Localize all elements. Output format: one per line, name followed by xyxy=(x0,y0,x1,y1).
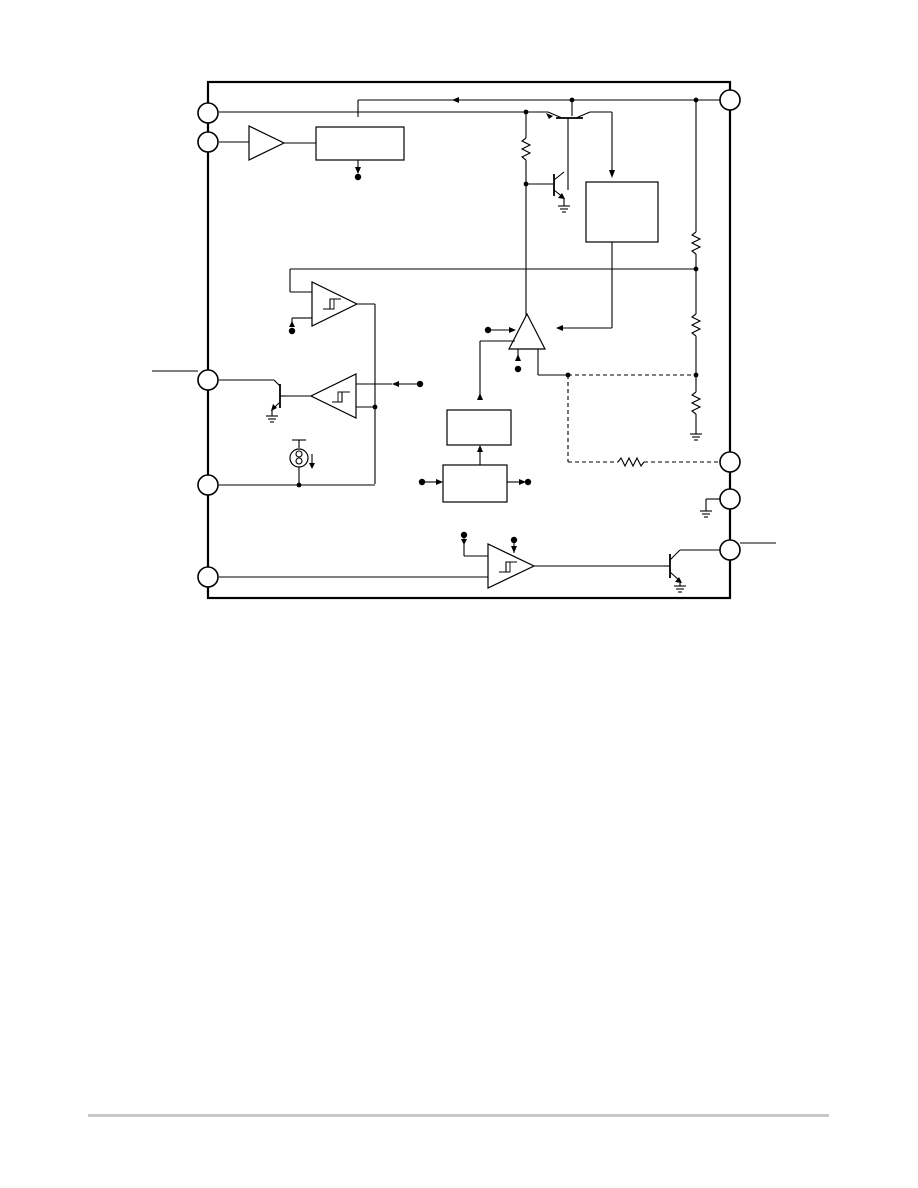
pin-right-2 xyxy=(719,451,741,473)
ground-symbol xyxy=(266,415,278,423)
ground-pin-wire xyxy=(700,498,720,518)
junction-dot xyxy=(693,97,699,103)
control-logic-block xyxy=(315,126,405,161)
pin-left-2 xyxy=(197,131,219,153)
bias-block xyxy=(442,464,508,503)
reference-block xyxy=(446,409,512,446)
bias-block-io xyxy=(418,478,532,486)
pnp-pass-transistor xyxy=(547,111,612,190)
output-npn-transistor xyxy=(664,549,720,586)
ic-outline xyxy=(206,80,732,600)
driver-npn-transistor xyxy=(526,171,565,206)
pin-right-1 xyxy=(719,89,741,111)
bias-to-reference-wire xyxy=(477,445,483,465)
pin-right-3 xyxy=(719,488,741,510)
current-source xyxy=(289,439,315,485)
junction-dot xyxy=(372,404,378,410)
feedback-resistor-mid xyxy=(690,313,702,392)
reference-to-error-amp-wire xyxy=(477,340,515,400)
sense-comparator xyxy=(219,531,664,589)
pin-left-3 xyxy=(197,369,219,391)
reset-comparator-lower xyxy=(286,373,424,419)
reset-output-transistor xyxy=(219,379,286,416)
pin-left-1 xyxy=(197,102,219,124)
optional-feedback-dashed xyxy=(567,374,720,468)
ground-symbol xyxy=(558,205,570,213)
input-buffer-amplifier xyxy=(219,125,316,161)
pin-left-4 xyxy=(197,474,219,496)
reset-comparator-upper xyxy=(288,281,376,484)
protection-block xyxy=(585,181,659,243)
bias-resistor xyxy=(520,112,532,338)
output-sense-wire xyxy=(609,112,615,178)
top-rail-wire xyxy=(357,97,720,232)
input-line-wire xyxy=(219,111,553,119)
footer-rule xyxy=(88,1114,829,1117)
junction-dot xyxy=(569,97,575,103)
pin-right-4 xyxy=(719,539,741,561)
feedback-resistor-top xyxy=(690,231,702,314)
control-block-output xyxy=(354,160,362,181)
feedback-resistor-bottom xyxy=(690,391,702,434)
error-amplifier xyxy=(484,312,568,376)
pin-left-5 xyxy=(197,566,219,588)
sense-tap-wire xyxy=(289,268,696,293)
protection-to-error-amp-wire xyxy=(556,242,613,331)
ground-symbol xyxy=(674,585,686,593)
junction-dot xyxy=(296,482,302,488)
ground-symbol xyxy=(690,433,702,441)
